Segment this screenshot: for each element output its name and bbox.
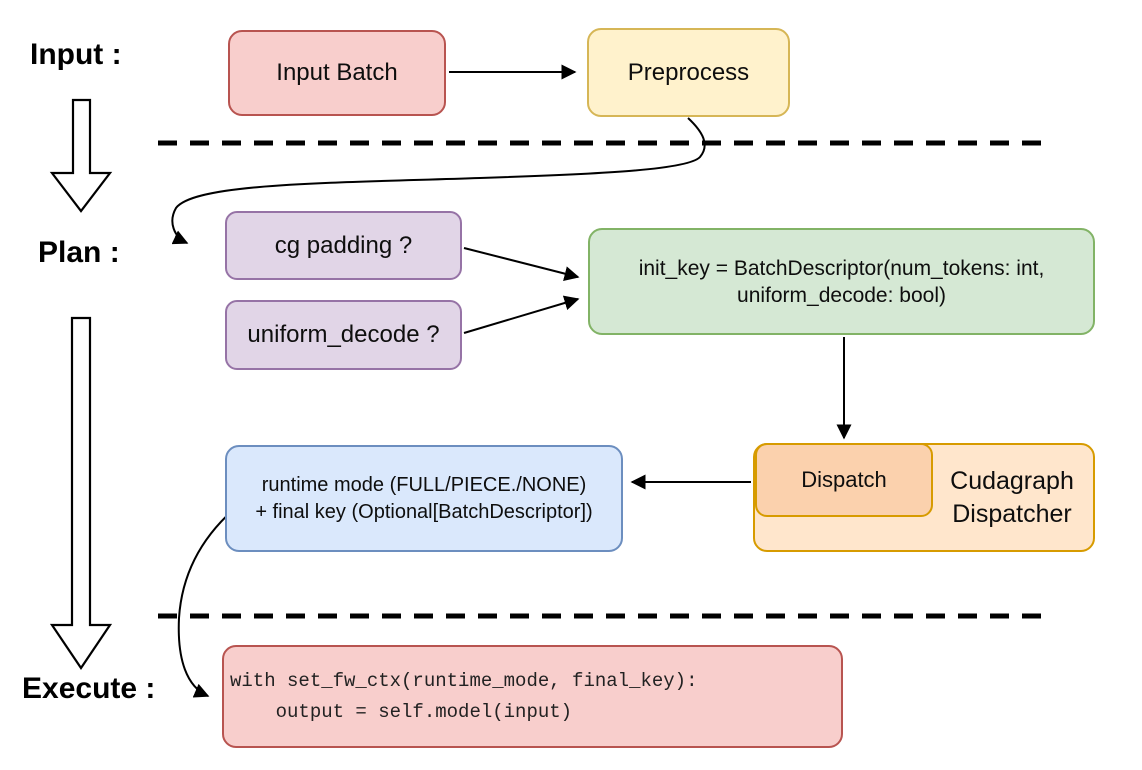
- node-init-key-line1: init_key = BatchDescriptor(num_tokens: i…: [638, 256, 1045, 280]
- node-cudagraph-dispatcher-line1: Cudagraph: [950, 466, 1074, 495]
- node-execute-code-line2: output = self.model(input): [230, 700, 573, 723]
- node-cudagraph-dispatcher-label: Cudagraph Dispatcher: [933, 445, 1091, 550]
- node-cg-padding: cg padding ?: [225, 211, 462, 280]
- node-runtime-mode-line2: + final key (Optional[BatchDescriptor]): [255, 500, 593, 523]
- node-runtime-mode-line1: runtime mode (FULL/PIECE./NONE): [261, 473, 587, 496]
- node-uniform-decode: uniform_decode ?: [225, 300, 462, 370]
- node-init-key-line2: uniform_decode: bool): [737, 283, 946, 307]
- node-preprocess: Preprocess: [587, 28, 790, 117]
- edge-uniformdecode-initkey: [463, 295, 580, 334]
- edge-cgpadding-initkey: [463, 247, 580, 281]
- node-cudagraph-dispatcher-line2: Dispatcher: [952, 499, 1072, 528]
- section-label-input: Input :: [30, 38, 122, 71]
- section-label-plan: Plan :: [38, 236, 120, 269]
- section-label-execute: Execute :: [22, 672, 156, 705]
- node-cg-padding-label: cg padding ?: [274, 231, 413, 259]
- section-arrow-input-to-plan: [49, 98, 113, 213]
- edge-preprocess-cgpadding: [171, 117, 706, 245]
- section-arrow-plan-to-execute: [49, 316, 113, 670]
- node-runtime-mode-final-key: runtime mode (FULL/PIECE./NONE) + final …: [225, 445, 623, 552]
- node-preprocess-label: Preprocess: [627, 58, 750, 86]
- node-input-batch: Input Batch: [228, 30, 446, 116]
- node-input-batch-label: Input Batch: [276, 59, 398, 86]
- node-dispatch: Dispatch: [755, 443, 933, 517]
- edge-runtimemode-executecode: [177, 509, 234, 698]
- node-execute-code: with set_fw_ctx(runtime_mode, final_key)…: [222, 645, 843, 748]
- node-init-key: init_key = BatchDescriptor(num_tokens: i…: [588, 228, 1095, 335]
- node-uniform-decode-label: uniform_decode ?: [247, 321, 440, 348]
- node-dispatch-label: Dispatch: [801, 467, 887, 493]
- node-execute-code-line1: with set_fw_ctx(runtime_mode, final_key)…: [230, 669, 698, 692]
